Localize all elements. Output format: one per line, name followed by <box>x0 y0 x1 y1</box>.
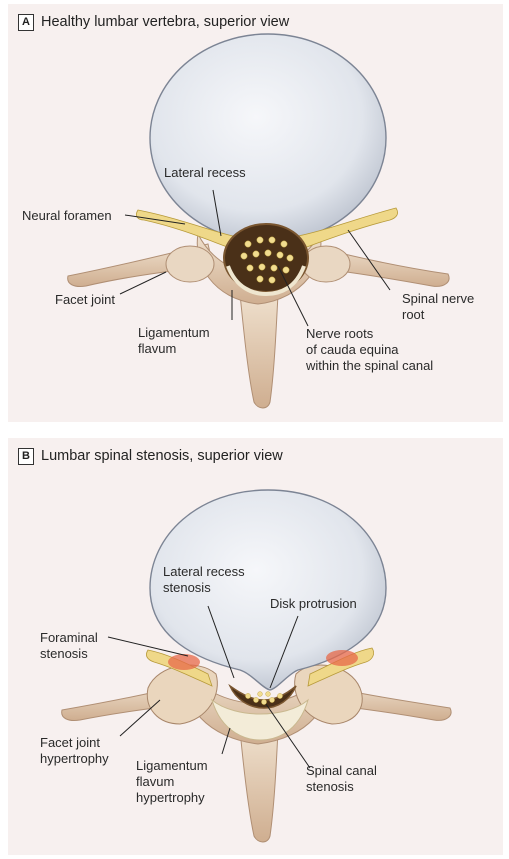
label-ligamentum-flavum: Ligamentum flavum <box>138 325 210 357</box>
label-foraminal-stenosis: Foraminal stenosis <box>40 630 98 662</box>
left-facet-joint <box>166 246 214 282</box>
label-facet-joint-hypertrophy: Facet joint hypertrophy <box>40 735 109 767</box>
left-inflammation <box>168 654 200 670</box>
label-disk-protrusion: Disk protrusion <box>270 596 357 612</box>
spinous-process <box>240 730 278 842</box>
label-lateral-recess-stenosis: Lateral recess stenosis <box>163 564 245 596</box>
label-facet-joint: Facet joint <box>55 292 115 308</box>
spinous-process <box>240 294 278 408</box>
label-spinal-canal-stenosis: Spinal canal stenosis <box>306 763 377 795</box>
right-facet-joint <box>302 246 350 282</box>
label-nerve-roots: Nerve roots of cauda equina within the s… <box>306 326 433 374</box>
label-ligamentum-flavum-hypertrophy: Ligamentum flavum hypertrophy <box>136 758 208 806</box>
label-neural-foramen: Neural foramen <box>22 208 112 224</box>
panel-b-stenosis: B Lumbar spinal stenosis, superior view <box>8 438 503 855</box>
intervertebral-disk <box>150 34 386 242</box>
label-spinal-nerve-root: Spinal nerve root <box>402 291 474 323</box>
label-lateral-recess: Lateral recess <box>164 165 246 181</box>
right-inflammation <box>326 650 358 666</box>
panel-a-healthy: A Healthy lumbar vertebra, superior view <box>8 4 503 422</box>
